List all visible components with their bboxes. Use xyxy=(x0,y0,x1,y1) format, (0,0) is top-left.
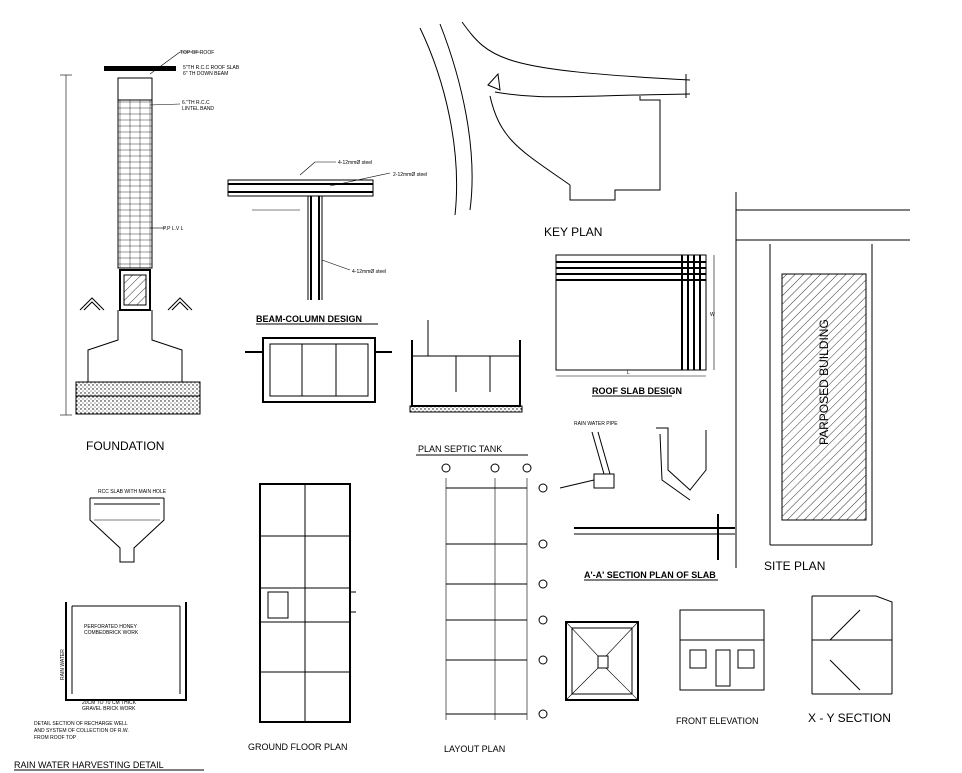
septic-tank-section: PLAN SEPTIC TANK xyxy=(409,320,528,456)
title-beam-column: BEAM-COLUMN DESIGN xyxy=(256,314,362,324)
beam-column-design: 4-12mmØ steel 2-12mmØ steel 4-12mmØ stee… xyxy=(227,160,427,325)
site-plan: PARPOSED BUILDING SITE PLAN xyxy=(735,192,910,573)
note-gravel-1: 20CM TO 70 CM THICK xyxy=(82,700,137,706)
recharge-well-section: RCC SLAB WITH MAIN HOLE xyxy=(89,489,167,563)
rain-water-pipe-detail: RAIN WATER PIPE A'-A' SECTION PLAN OF SL… xyxy=(559,421,735,581)
front-elevation: FRONT ELEVATION xyxy=(676,609,765,726)
foundation-section: TOP OF ROOF 5"TH R.C.C ROOF SLAB 6" TH D… xyxy=(60,50,240,453)
rwh-caption-3: FROM ROOF TOP xyxy=(34,735,77,741)
proposed-building-label: PARPOSED BUILDING xyxy=(817,319,831,445)
title-site-plan: SITE PLAN xyxy=(764,559,825,573)
xy-section: X - Y SECTION xyxy=(808,595,893,725)
note-rcc-slab: RCC SLAB WITH MAIN HOLE xyxy=(98,489,167,495)
recharge-well-detail: PERFORATED HONEY COMBEDBRICK WORK RAIN W… xyxy=(14,602,204,771)
ground-floor-plan: GROUND FLOOR PLAN xyxy=(248,483,356,752)
note-bars-middle: 2-12mmØ steel xyxy=(393,172,427,178)
note-rain-water: RAIN WATER xyxy=(60,649,66,680)
roof-slab-design: L W ROOF SLAB DESIGN xyxy=(555,254,715,397)
title-roof-slab: ROOF SLAB DESIGN xyxy=(592,386,682,396)
dim-w: W xyxy=(710,312,715,318)
title-aa-section: A'-A' SECTION PLAN OF SLAB xyxy=(584,570,716,580)
title-key-plan: KEY PLAN xyxy=(544,225,602,239)
layout-plan: LAYOUT PLAN xyxy=(441,463,548,754)
note-perforated-1: PERFORATED HONEY xyxy=(84,624,138,630)
note-bars-top: 4-12mmØ steel xyxy=(338,160,372,166)
note-perforated-2: COMBEDBRICK WORK xyxy=(84,630,139,636)
title-plan-septic-tank: PLAN SEPTIC TANK xyxy=(418,444,502,454)
note-rain-water-pipe: RAIN WATER PIPE xyxy=(574,421,618,427)
dim-l: L xyxy=(627,370,630,376)
rwh-caption-1: DETAIL SECTION OF RECHARGE WELL xyxy=(34,721,128,727)
title-rwh-detail: RAIN WATER HARVESTING DETAIL xyxy=(14,760,164,770)
note-top-of-roof: TOP OF ROOF xyxy=(180,50,214,56)
key-plan: KEY PLAN xyxy=(419,21,691,239)
septic-tank-plan-view xyxy=(245,337,392,403)
title-ground-floor: GROUND FLOOR PLAN xyxy=(248,742,348,752)
note-roof-slab-2: 6" TH DOWN BEAM xyxy=(183,71,228,77)
title-foundation: FOUNDATION xyxy=(86,439,164,453)
note-gravel-2: GRAVEL BRICK WORK xyxy=(82,706,136,712)
title-xy-section: X - Y SECTION xyxy=(808,711,891,725)
note-bars-column: 4-12mmØ steel xyxy=(352,269,386,275)
note-plinth-level: P.P L.V L xyxy=(163,226,184,232)
note-lintel-2: LINTEL BAND xyxy=(182,106,214,112)
title-front-elevation: FRONT ELEVATION xyxy=(676,716,759,726)
rwh-caption-2: AND SYSTEM OF COLLECTION OF R.W. xyxy=(34,728,129,734)
note-roof-slab-1: 5"TH R.C.C ROOF SLAB xyxy=(183,65,240,71)
note-lintel-1: 6."TH R.C.C xyxy=(182,100,210,106)
roof-plan-square xyxy=(565,621,639,701)
title-layout-plan: LAYOUT PLAN xyxy=(444,744,505,754)
